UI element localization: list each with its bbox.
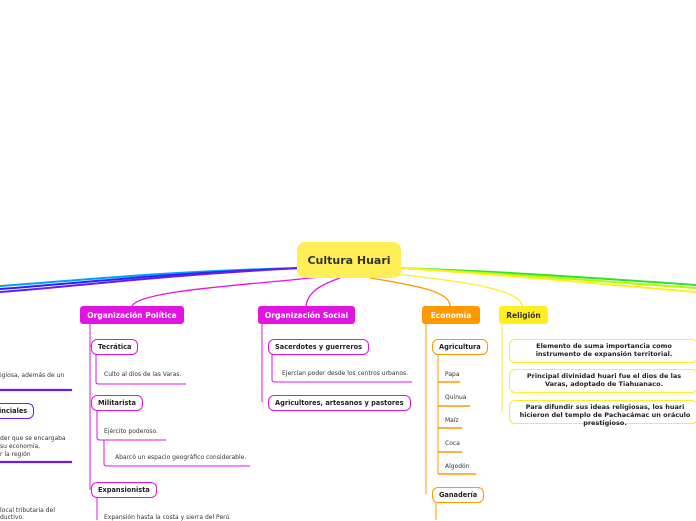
crop-algodon[interactable]: Algodón — [445, 463, 470, 470]
subtopic-agricultura[interactable]: Agricultura — [432, 339, 488, 355]
religion-fact-1[interactable] — [509, 339, 696, 363]
leaf-expansion[interactable]: Expansión hasta la costa y sierra del Pe… — [104, 514, 230, 521]
crop-papa[interactable]: Papa — [445, 371, 460, 378]
left-partial-text-3a[interactable]: local tributaria del — [0, 507, 55, 514]
crop-quinua[interactable]: Quinua — [445, 394, 467, 401]
subtopic-sacerdotes[interactable]: Sacerdotes y guerreros — [268, 339, 370, 355]
left-partial-text-2c[interactable]: r la región — [0, 451, 31, 458]
left-partial-text-3b[interactable]: ductivo. — [0, 514, 24, 521]
subtopic-expansionista[interactable]: Expansionista — [91, 482, 157, 498]
religion-fact-2-text: Principal divinidad huari fue el dios de… — [526, 372, 682, 389]
crop-coca[interactable]: Coca — [445, 440, 460, 447]
crop-maiz[interactable]: Maíz — [445, 417, 459, 424]
subtopic-militarista[interactable]: Militarista — [91, 395, 143, 411]
left-partial-text-1[interactable]: igiosa, además de un — [0, 372, 65, 379]
leaf-espacio-geografico[interactable]: Abarcó un espacio geográfico considerabl… — [115, 454, 247, 461]
religion-fact-3[interactable] — [509, 400, 696, 424]
subtopic-teocratica[interactable]: Tecrática — [91, 339, 139, 355]
left-partial-text-2b[interactable]: su economía, — [0, 443, 41, 450]
left-partial-node[interactable]: inciales — [0, 403, 35, 419]
subtopic-agricultores[interactable]: Agricultores, artesanos y pastores — [268, 395, 411, 411]
topic-organizacion-social[interactable]: Organización Social — [258, 306, 355, 324]
topic-economia[interactable]: Economía — [422, 306, 480, 324]
left-partial-text-2a[interactable]: der que se encargaba — [0, 435, 66, 442]
religion-fact-1-text: Elemento de suma importancia como instru… — [535, 342, 673, 359]
leaf-poder-urbano[interactable]: Ejercían poder desde los centros urbanos… — [282, 370, 409, 377]
leaf-ejercito[interactable]: Ejército poderoso. — [104, 428, 158, 435]
subtopic-ganaderia[interactable]: Ganadería — [432, 487, 485, 503]
topic-religion[interactable]: Religión — [499, 306, 548, 324]
central-topic[interactable]: Cultura Huari — [297, 242, 401, 278]
religion-fact-2[interactable] — [509, 369, 696, 393]
religion-fact-3-text: Para difundir sus ideas religiosas, los … — [519, 403, 691, 428]
topic-organizacion-politica[interactable]: Organización Política — [80, 306, 184, 324]
leaf-culto-varas[interactable]: Culto al dios de las Varas. — [104, 371, 182, 378]
